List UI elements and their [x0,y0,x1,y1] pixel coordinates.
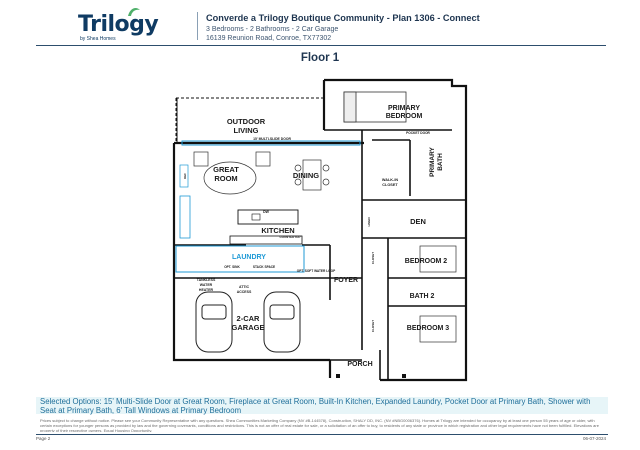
label-primary-bedroom-2: BEDROOM [386,113,423,120]
label-den: DEN [410,217,426,226]
label-garage-2: GARAGE [232,323,265,332]
header-rule [36,45,606,46]
label-great-2: ROOM [214,174,237,183]
label-garage-1: 2-CAR [237,314,261,323]
label-kitchen: KITCHEN [261,226,294,235]
label-walk-in-2: CLOSET [382,183,398,187]
label-bath-2: BATH 2 [410,293,435,300]
label-primary-bedroom-1: PRIMARY [388,105,420,112]
label-tankless-1: TANKLESS [197,278,216,282]
label-ref: REF [183,173,187,179]
options-band [36,397,608,414]
logo-tagline: by Shea Homes [80,36,116,42]
label-soft-water: OPT. SOFT WATER LOOP [297,269,336,273]
logo-word: Trilogy [78,12,159,37]
label-bedroom-2: BEDROOM 2 [405,258,448,265]
label-attic-1: ATTIC [239,285,250,289]
primary-bed [343,91,407,123]
label-porch: PORCH [347,361,372,368]
label-outdoor-2: LIVING [233,126,258,135]
label-stack-space: STACK SPACE [253,265,275,269]
exterior-walls [172,78,468,382]
dining-table [294,159,330,191]
trilogy-logo: Trilogy by Shea Homes [78,8,168,44]
label-opt-sink: OPT. SINK [224,265,240,269]
label-multi-slide: 15' MULTI-SLIDE DOOR [253,137,291,141]
print-date: 06-07-2024 [582,436,606,441]
label-bedroom-3: BEDROOM 3 [407,325,450,332]
header-divider [197,12,198,40]
page-number: Page 2 [36,436,51,441]
label-great-1: GREAT [213,165,239,174]
page-title: Converde a Trilogy Boutique Community - … [206,13,480,23]
label-primary-bath-1: PRIMARY [429,146,436,176]
floor-title: Floor 1 [300,52,340,64]
label-pocket-door: POCKET DOOR [406,131,430,135]
plan-address: 16139 Reunion Road, Conroe, TX77302 [206,35,332,42]
label-laundry: LAUNDRY [232,254,266,261]
floor-plan: PRIMARY BEDROOM POCKET DOOR OUTDOOR LIVI… [172,78,468,382]
label-foyer: FOYER [334,277,358,284]
interior-walls [174,129,466,380]
disclaimer: Prices subject to change without notice.… [40,418,599,432]
great-room-furniture [179,151,271,195]
label-linen: LINEN [367,218,371,227]
label-countertop: COUNTERTOP [280,235,301,239]
label-primary-bath-2: BATH [437,153,444,171]
header: Trilogy by Shea Homes Converde a Trilogy… [0,0,640,44]
label-dining: DINING [293,171,319,180]
outdoor-living-outline [175,97,324,143]
label-tankless-2: WATER [200,283,213,287]
selected-options: Selected Options: 15' Multi-Slide Door a… [40,397,591,415]
label-dw: DW [263,210,270,214]
garage-cars [195,291,301,353]
label-closet-b3: CLOSET [371,320,375,332]
label-tankless-3: HEATER [199,288,214,292]
footer-rule [36,434,608,435]
label-closet-b2: CLOSET [371,252,375,264]
label-attic-2: ACCESS [237,290,252,294]
plan-specs: 3 Bedrooms - 2 Bathrooms - 2 Car Garage [206,26,339,33]
label-walk-in-1: WALK-IN [382,178,398,182]
label-outdoor-1: OUTDOOR [227,117,266,126]
logo-swirl-icon [128,8,140,16]
